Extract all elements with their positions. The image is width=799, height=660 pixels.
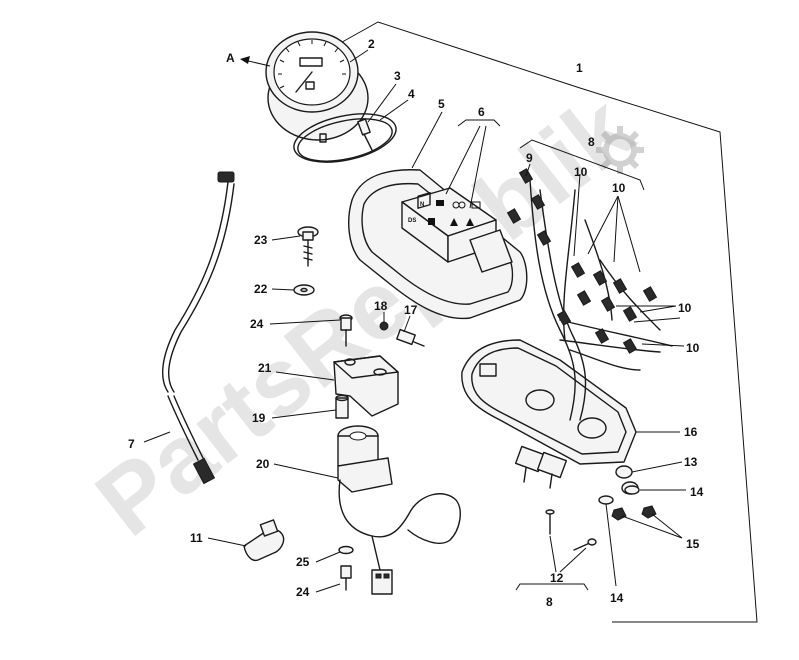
- callout-18: 18: [374, 299, 388, 313]
- callout-6: 6: [478, 105, 485, 119]
- callout-17: 17: [404, 303, 418, 317]
- callout-10-c: 10: [678, 301, 692, 315]
- washer-22: [293, 284, 315, 296]
- screw-12-left: [545, 509, 555, 535]
- screw-23: [297, 226, 319, 267]
- callout-19: 19: [252, 411, 266, 425]
- ignition-bracket: [333, 355, 399, 417]
- callout-21: 21: [258, 361, 272, 375]
- callout-1: 1: [576, 61, 583, 75]
- bracket-8-bottom: [515, 583, 589, 591]
- callout-24-upper: 24: [250, 317, 264, 331]
- ignition-switch: [337, 425, 461, 595]
- ds-light-label: DS: [408, 218, 416, 224]
- wire-connectors: [506, 168, 658, 354]
- callout-25: 25: [296, 555, 310, 569]
- callout-14-right: 14: [690, 485, 704, 499]
- callout-8-top: 8: [588, 135, 595, 149]
- callout-13: 13: [684, 455, 698, 469]
- screw-24-lower: [340, 565, 352, 591]
- nut-15-right: [641, 505, 657, 519]
- warning-icons: [428, 200, 481, 226]
- lower-housing: [461, 339, 637, 465]
- gear-icon: [596, 126, 644, 174]
- callout-10-d: 10: [686, 341, 700, 355]
- washer-14-right: [624, 485, 640, 495]
- view-arrow-label: A: [226, 51, 235, 65]
- screw-12-right: [573, 538, 597, 551]
- bracket-6: [457, 119, 501, 127]
- callout-14-bottom: 14: [610, 591, 624, 605]
- view-arrow-a: A: [226, 51, 271, 67]
- bulb-holder: [357, 118, 373, 151]
- leader-lines: [143, 49, 686, 593]
- callout-4: 4: [408, 87, 415, 101]
- callout-10-b: 10: [612, 181, 626, 195]
- assembly-bracket-1: [309, 21, 758, 623]
- callout-7: 7: [128, 437, 135, 451]
- nut-15-left: [611, 507, 627, 521]
- callout-12: 12: [550, 571, 564, 585]
- callout-5: 5: [438, 97, 445, 111]
- bracket-8-top: [519, 139, 645, 191]
- washer-25: [338, 545, 354, 555]
- socket-cluster: [514, 445, 568, 489]
- screw-24-upper: [339, 314, 353, 347]
- callout-3: 3: [394, 69, 401, 83]
- bolt-17: [396, 328, 425, 347]
- seal-ring: [293, 113, 397, 163]
- callout-10-a: 10: [574, 165, 588, 179]
- nut-18: [379, 321, 389, 331]
- washer-14-left: [598, 495, 614, 505]
- neutral-light-label: N: [420, 202, 424, 208]
- callout-22: 22: [254, 282, 268, 296]
- callout-15: 15: [686, 537, 700, 551]
- callout-numbers: 1 2 3 4 5 6 7 8 8 9 10 10 10 10 11 12 13…: [128, 37, 704, 609]
- warning-light-grid: [417, 191, 431, 209]
- callout-16: 16: [684, 425, 698, 439]
- callout-24-lower: 24: [296, 585, 310, 599]
- callout-11: 11: [190, 531, 203, 545]
- wiring-harness: [506, 168, 673, 421]
- callout-23: 23: [254, 233, 268, 247]
- callout-9: 9: [526, 151, 533, 165]
- speedometer-ticks: [278, 40, 346, 89]
- ignition-key: [243, 519, 285, 562]
- callout-2: 2: [368, 37, 375, 51]
- speedometer-cable: [161, 171, 235, 485]
- callout-8-bottom: 8: [546, 595, 553, 609]
- speedometer: [265, 31, 369, 143]
- warning-light-panel: N DS: [401, 187, 513, 273]
- spacer-19: [335, 394, 349, 419]
- callout-20: 20: [256, 457, 270, 471]
